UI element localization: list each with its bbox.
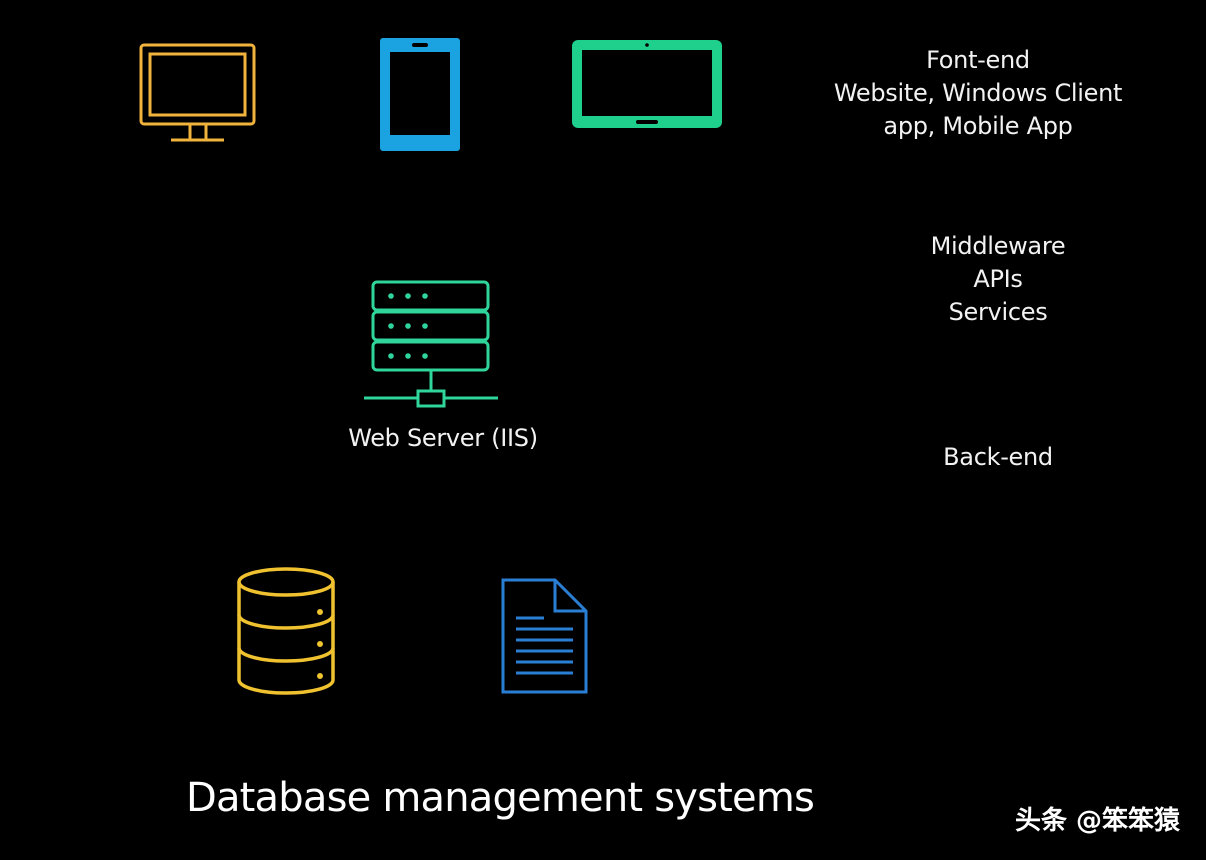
- tablet-icon: [572, 40, 722, 128]
- backend-label: Back-end: [943, 443, 1053, 471]
- frontend-label: Font-end Website, Windows Client app, Mo…: [780, 44, 1176, 143]
- web-server-caption: Web Server (IIS): [348, 424, 538, 452]
- middleware-line-3: Services: [948, 298, 1048, 326]
- frontend-line-3: app, Mobile App: [883, 112, 1073, 140]
- middleware-line-1: Middleware: [930, 232, 1066, 260]
- middleware-label: Middleware APIs Services: [880, 230, 1116, 329]
- server-icon: [362, 280, 500, 410]
- watermark: 头条 @笨笨猿: [1014, 806, 1180, 836]
- phone-icon: [380, 38, 460, 151]
- document-icon: [500, 578, 590, 696]
- monitor-icon: [138, 42, 258, 144]
- database-title: Database management systems: [185, 775, 815, 821]
- database-icon: [236, 566, 336, 698]
- middleware-line-2: APIs: [973, 265, 1023, 293]
- frontend-line-2: Website, Windows Client: [833, 79, 1123, 107]
- frontend-line-1: Font-end: [926, 46, 1030, 74]
